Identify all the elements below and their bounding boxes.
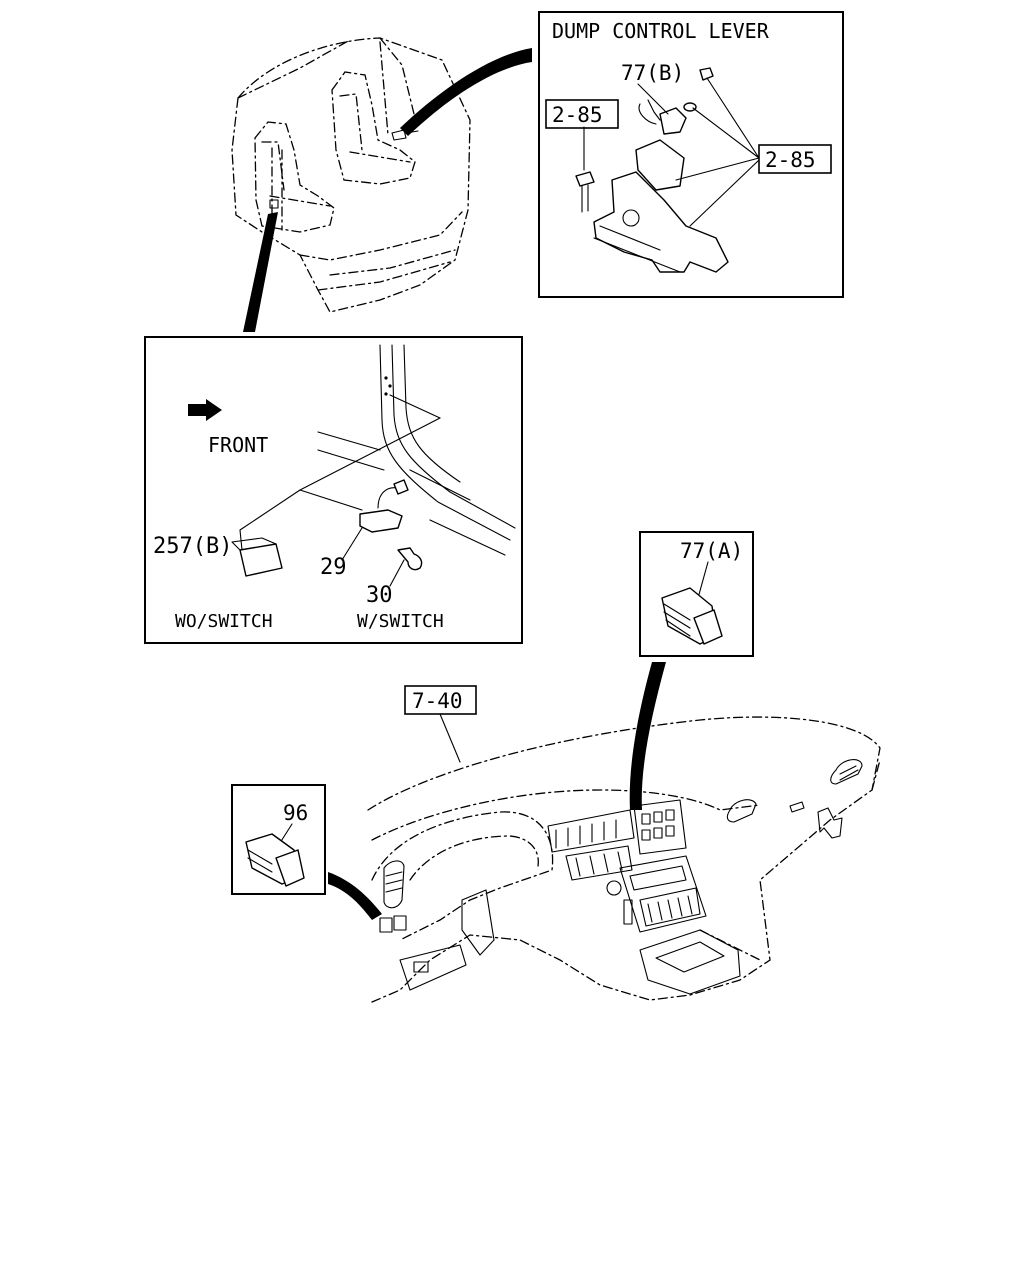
bolt-30-part	[397, 547, 423, 571]
wo-switch-label: WO/SWITCH	[175, 611, 273, 632]
switch-96-inset: 96	[231, 784, 326, 895]
ref-box-2-85-right[interactable]	[758, 144, 832, 174]
ref-label-2-85-right: 2-85	[765, 148, 816, 172]
dashboard-drawing: 7-40	[367, 685, 881, 1003]
leader-77a	[629, 662, 666, 810]
switch-77a-inset: 77(A)	[639, 531, 754, 657]
front-panel-inset: FRONT 257(B) 29 30 WO/SWITCH W/SWITCH	[144, 336, 523, 644]
switch-77a-label: 77(A)	[680, 539, 743, 563]
ref-label-7-40: 7-40	[412, 689, 463, 713]
part-label-77b: 77(B)	[621, 61, 684, 85]
dump-control-lever-title: DUMP CONTROL LEVER	[552, 19, 770, 43]
w-switch-label: W/SWITCH	[357, 611, 444, 632]
leader-96	[328, 872, 382, 920]
part-label-30: 30	[366, 583, 393, 608]
switch-96-label: 96	[283, 801, 308, 825]
ref-box-7-40[interactable]	[404, 685, 477, 715]
ref-box-2-85-left[interactable]	[545, 99, 619, 129]
bolt-head-icon	[575, 171, 595, 187]
lever-cover-part	[635, 139, 685, 191]
ref-label-2-85-left: 2-85	[552, 103, 603, 127]
lever-bracket-part	[593, 171, 729, 273]
front-label: FRONT	[208, 433, 268, 457]
cover-257b-part	[239, 543, 283, 577]
dump-control-lever-inset: DUMP CONTROL LEVER 77(B) 2-85 2-85	[538, 11, 844, 298]
part-label-257b: 257(B)	[153, 534, 232, 559]
switch-77b-part	[659, 107, 687, 135]
front-arrow-icon	[188, 399, 222, 421]
screw-icon	[699, 67, 714, 81]
connector-29-part	[359, 509, 403, 533]
cab-overview-drawing	[231, 37, 532, 332]
inset-frame	[144, 336, 523, 644]
washer-icon	[683, 102, 697, 112]
